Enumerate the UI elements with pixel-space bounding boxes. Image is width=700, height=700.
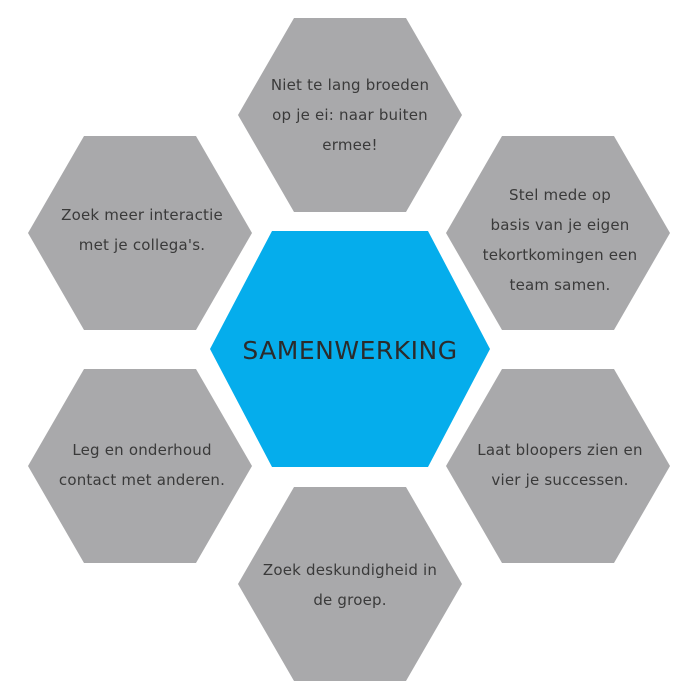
item-bottom-line-1: Zoek deskundigheid in (262, 561, 438, 579)
hexagon-lower-left (28, 369, 252, 563)
item-top-line-2: op je ei: naar buiten (272, 106, 428, 124)
item-top-line-1: Niet te lang broeden (270, 76, 430, 94)
item-upper-right-line-2: basis van je eigen (490, 216, 630, 234)
center-label: SAMENWERKING (215, 300, 485, 400)
item-label-lower-right: Laat bloopers zien en vier je successen. (460, 390, 660, 540)
hexagon-lower-right (446, 369, 670, 563)
center-label-text: SAMENWERKING (242, 335, 458, 365)
item-label-upper-left: Zoek meer interactie met je collega's. (42, 155, 242, 305)
item-lower-left-line-2: contact met anderen. (58, 471, 226, 489)
item-lower-right-line-2: vier je successen. (491, 471, 629, 489)
item-upper-left-line-2: met je collega's. (78, 236, 206, 254)
item-lower-left-line-1: Leg en onderhoud (72, 441, 212, 459)
item-label-top: Niet te lang broeden op je ei: naar buit… (255, 40, 445, 190)
item-label-lower-left: Leg en onderhoud contact met anderen. (42, 390, 242, 540)
item-top-line-3: ermee! (322, 136, 378, 154)
hexagon-bottom (238, 487, 462, 681)
item-lower-right-line-1: Laat bloopers zien en (477, 441, 643, 459)
hexagon-upper-left (28, 136, 252, 330)
hexagon-top (238, 18, 462, 212)
item-upper-left-line-1: Zoek meer interactie (61, 206, 223, 224)
item-upper-right-line-4: team samen. (509, 276, 611, 294)
item-label-upper-right: Stel mede op basis van je eigen tekortko… (460, 155, 660, 325)
hexagon-upper-right (446, 136, 670, 330)
item-upper-right-line-1: Stel mede op (508, 186, 611, 204)
item-bottom-line-2: de groep. (313, 591, 387, 609)
hexagon-center (210, 231, 490, 467)
item-upper-right-line-3: tekortkomingen een (482, 246, 638, 264)
item-label-bottom: Zoek deskundigheid in de groep. (250, 510, 450, 660)
